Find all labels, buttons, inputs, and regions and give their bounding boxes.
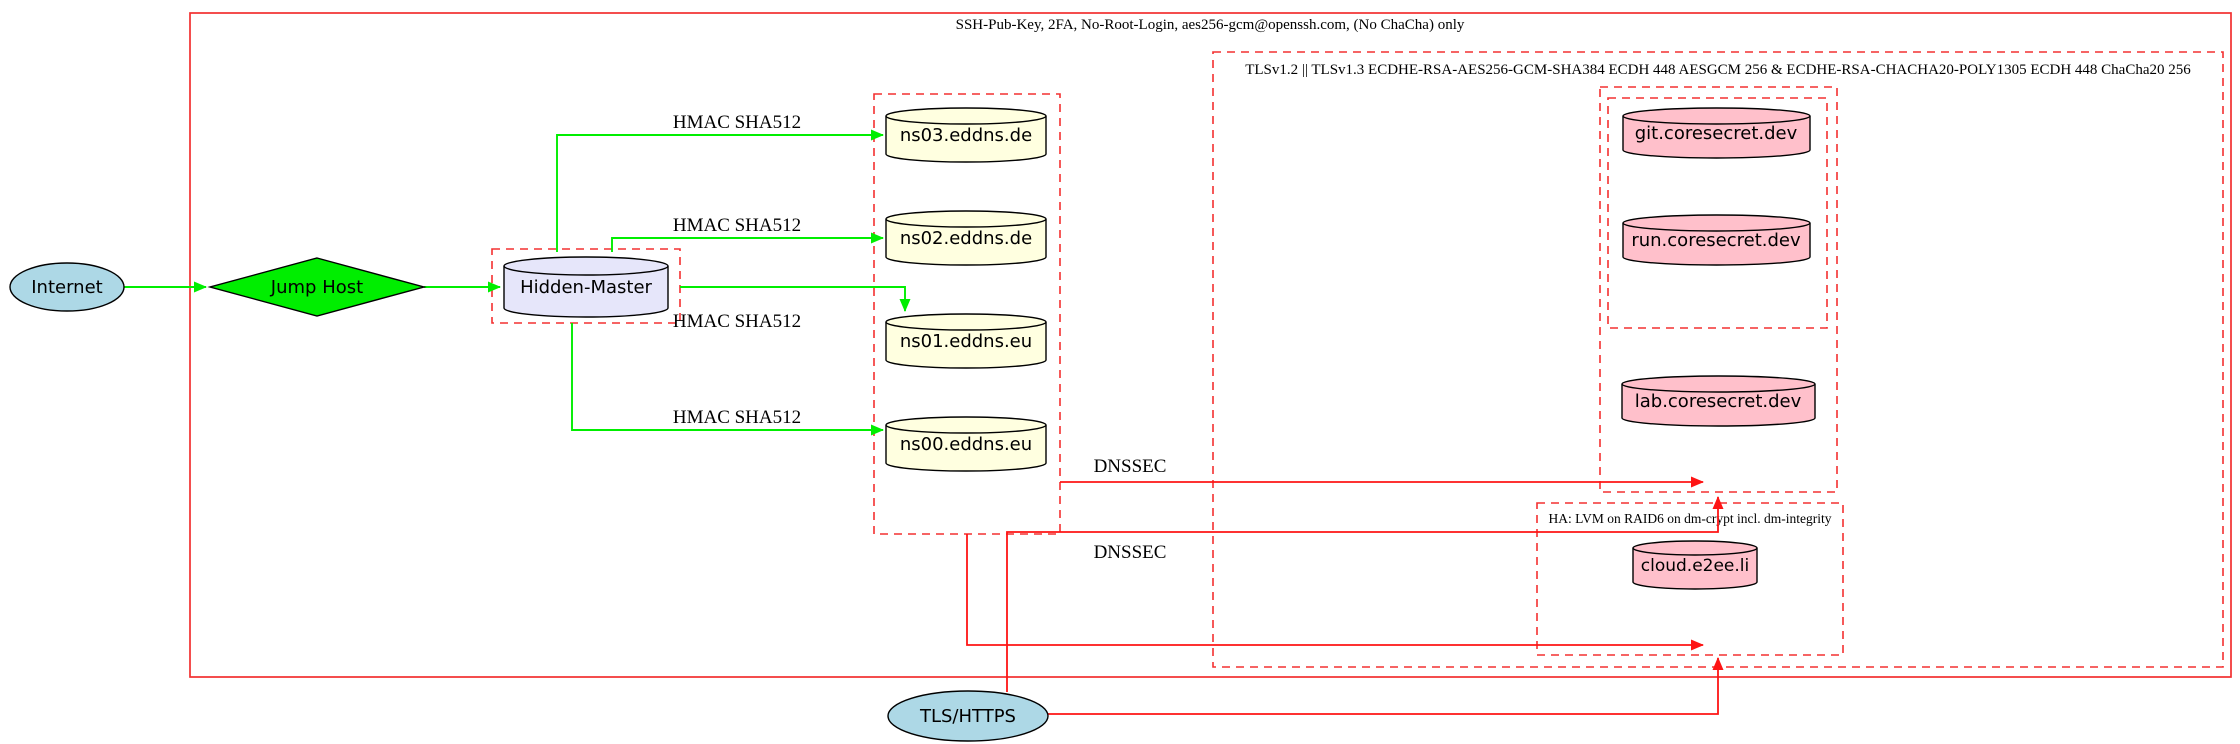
node-ns00: ns00.eddns.eu — [885, 416, 1047, 472]
node-git-label: git.coresecret.dev — [1635, 123, 1798, 144]
node-lab-label: lab.coresecret.dev — [1635, 391, 1802, 412]
edge-label-hmac-ns03: HMAC SHA512 — [673, 112, 801, 133]
edge-label-hmac-ns02: HMAC SHA512 — [673, 215, 801, 236]
node-hidden-master: Hidden-Master — [503, 256, 669, 318]
tls-cluster-label: TLSv1.2 || TLSv1.3 ECDHE-RSA-AES256-GCM-… — [1245, 62, 2191, 78]
node-tls-https: TLS/HTTPS — [887, 690, 1049, 742]
edge-hiddenmaster-ns02 — [611, 232, 884, 252]
edge-dns-ha — [966, 534, 1704, 651]
node-lab: lab.coresecret.dev — [1621, 375, 1816, 427]
node-cloud: cloud.e2ee.li — [1632, 540, 1758, 590]
edge-label-hmac-ns00: HMAC SHA512 — [673, 407, 801, 428]
edge-tlshttps-ha — [1048, 657, 1724, 715]
edge-label-dnssec-2: DNSSEC — [1094, 542, 1167, 563]
edge-label-hmac-ns01: HMAC SHA512 — [673, 311, 801, 332]
node-git: git.coresecret.dev — [1622, 107, 1811, 159]
coresecret-cluster-box — [1599, 86, 1838, 493]
node-jump-host-label: Jump Host — [270, 277, 363, 298]
node-ns02-label: ns02.eddns.de — [900, 228, 1032, 249]
node-ns00-label: ns00.eddns.eu — [900, 434, 1032, 455]
edge-tlshttps-coresecret — [1006, 496, 1724, 692]
node-run-label: run.coresecret.dev — [1631, 230, 1801, 251]
node-ns03-label: ns03.eddns.de — [900, 125, 1032, 146]
ssh-policy-cluster-label: SSH-Pub-Key, 2FA, No-Root-Login, aes256-… — [956, 17, 1465, 33]
node-run: run.coresecret.dev — [1622, 214, 1811, 266]
node-ns01: ns01.eddns.eu — [885, 313, 1047, 369]
edge-label-dnssec-1: DNSSEC — [1094, 456, 1167, 477]
node-internet: Internet — [9, 262, 125, 312]
ha-cluster-box — [1536, 502, 1844, 656]
edge-hiddenmaster-ns00 — [571, 323, 884, 436]
node-ns01-label: ns01.eddns.eu — [900, 331, 1032, 352]
edge-hiddenmaster-ns01 — [680, 286, 911, 312]
ssh-policy-cluster-box — [189, 12, 2232, 678]
node-internet-label: Internet — [31, 277, 102, 298]
ha-cluster-label: HA: LVM on RAID6 on dm-crypt incl. dm-in… — [1549, 511, 1832, 526]
edge-hiddenmaster-ns03 — [556, 129, 884, 252]
node-jump-host: Jump Host — [207, 257, 427, 317]
node-ns02: ns02.eddns.de — [885, 210, 1047, 266]
node-hidden-master-label: Hidden-Master — [520, 277, 652, 298]
node-cloud-label: cloud.e2ee.li — [1641, 556, 1749, 576]
node-tls-https-label: TLS/HTTPS — [919, 706, 1016, 727]
hidden-master-cluster-box — [491, 248, 681, 324]
node-ns03: ns03.eddns.de — [885, 107, 1047, 163]
